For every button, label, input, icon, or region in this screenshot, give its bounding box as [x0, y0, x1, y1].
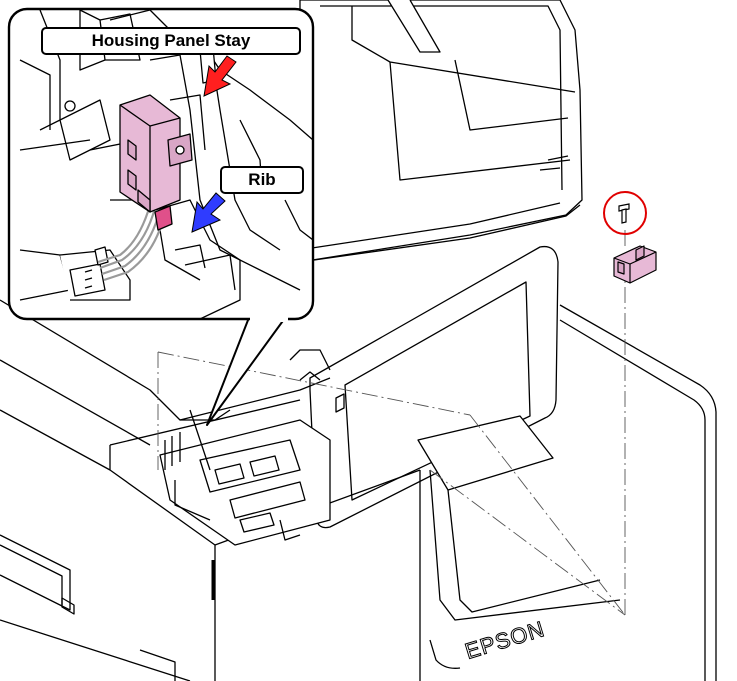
- screw-icon: [603, 191, 647, 235]
- red-circle-icon: [603, 191, 647, 235]
- housing-panel-stay-label: Housing Panel Stay: [41, 27, 301, 55]
- printer-body: [0, 0, 717, 681]
- red-arrow-icon: [203, 55, 237, 97]
- exploded-housing-panel-stay: [613, 245, 657, 284]
- blue-arrow-icon: [191, 192, 226, 233]
- zoom-callout: [7, 7, 315, 426]
- rib-label: Rib: [220, 166, 304, 194]
- zoom-housing-panel-stay: [119, 94, 193, 231]
- assembly-guide-lines: [157, 230, 626, 616]
